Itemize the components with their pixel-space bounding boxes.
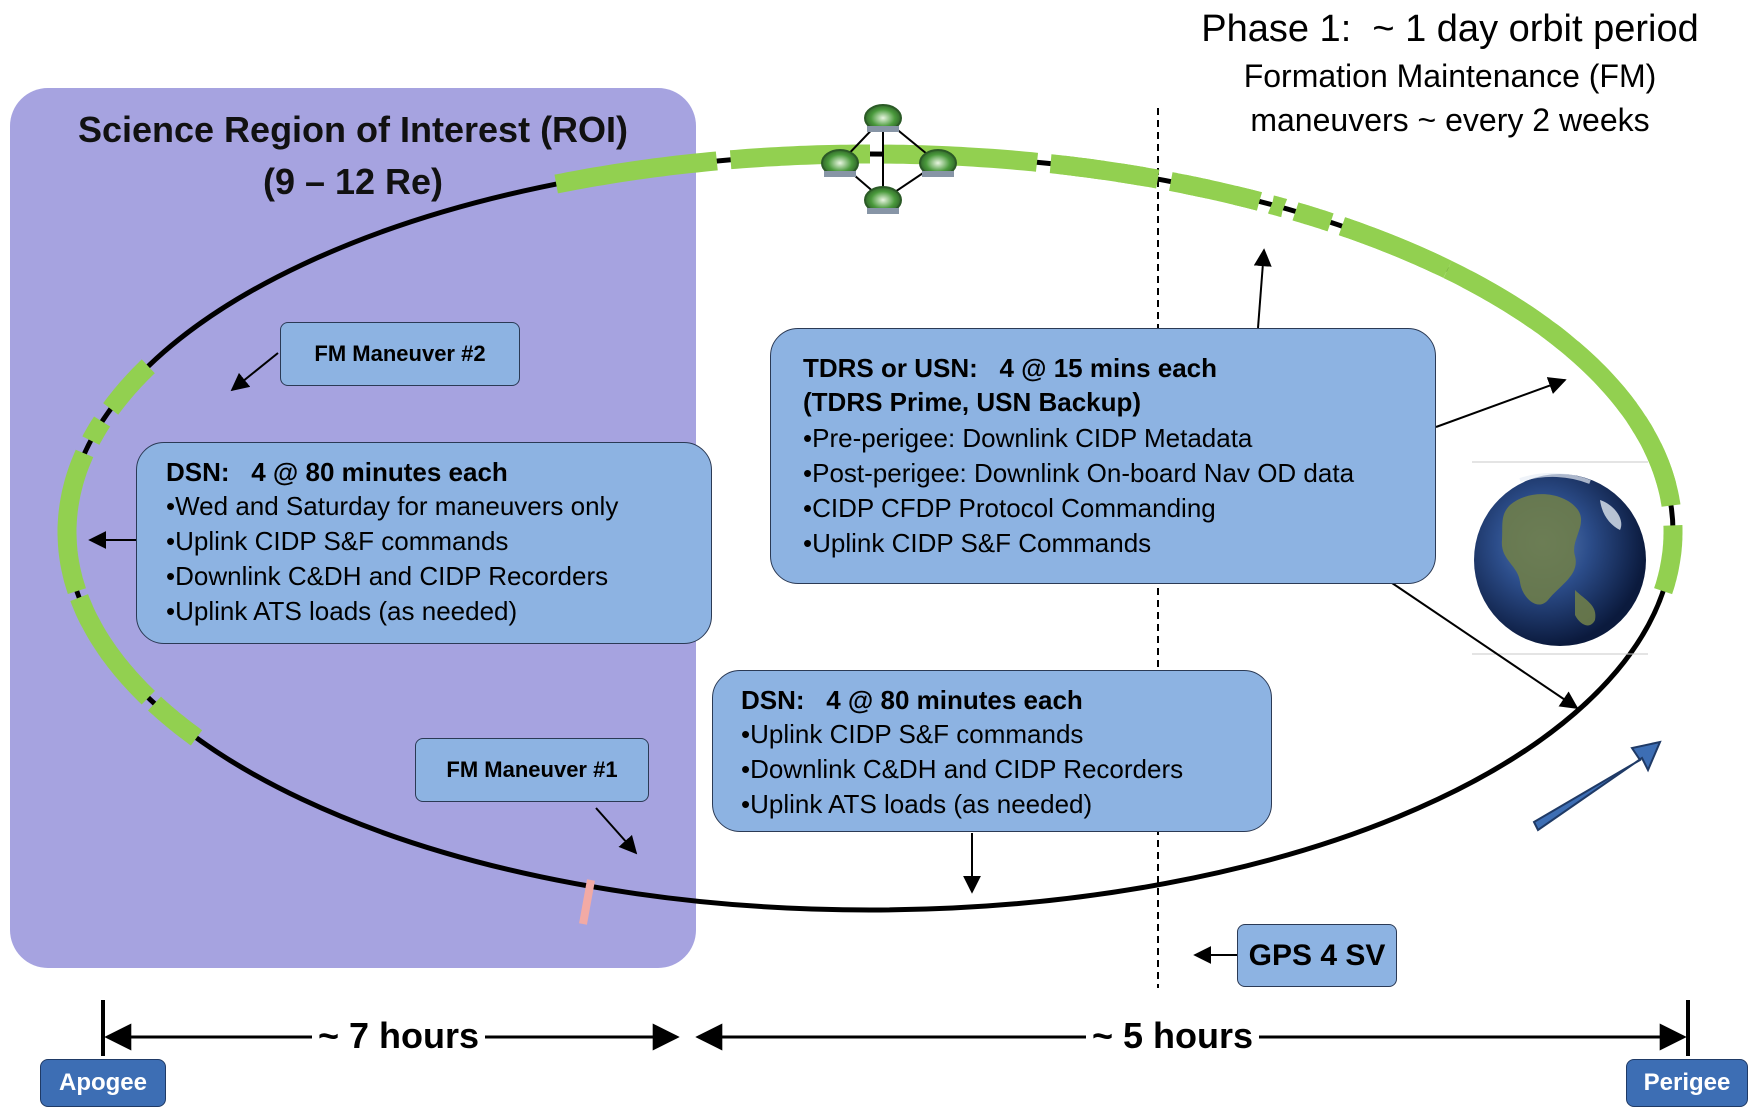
list-item: Uplink ATS loads (as needed)	[166, 594, 711, 629]
phase-line3: maneuvers ~ every 2 weeks	[1250, 102, 1650, 138]
dsn-left-box: DSN: 4 @ 80 minutes each Wed and Saturda…	[136, 442, 712, 644]
orbit-contact-segment	[1232, 185, 1263, 211]
orbit-contact-segment	[82, 416, 111, 445]
phase-heading: Phase 1: ~ 1 day orbit period Formation …	[1150, 4, 1750, 142]
gps-label: GPS 4 SV	[1237, 924, 1397, 987]
orbit-contact-segment	[1629, 416, 1677, 489]
dsn-mid-box: DSN: 4 @ 80 minutes each Uplink CIDP S&F…	[712, 670, 1272, 832]
earth-icon	[1472, 461, 1648, 655]
orbit-green-segments	[57, 144, 1683, 746]
orbit-contact-segment	[1049, 154, 1107, 180]
satellite-formation-icon	[821, 104, 957, 214]
five-hours-label: ~ 5 hours	[1086, 1015, 1260, 1057]
dsn-left-list: Wed and Saturday for maneuvers only Upli…	[166, 489, 711, 629]
apogee-tag: Apogee	[40, 1059, 166, 1107]
fm-maneuver-2-label: FM Maneuver #2	[280, 322, 520, 386]
dsn-mid-list: Uplink CIDP S&F commands Downlink C&DH a…	[741, 717, 1271, 822]
tdrs-list: Pre-perigee: Downlink CIDP Metadata Post…	[803, 421, 1435, 561]
list-item: Pre-perigee: Downlink CIDP Metadata	[803, 421, 1435, 456]
dsn-mid-title: DSN: 4 @ 80 minutes each	[741, 685, 1083, 715]
orbit-contact-segment	[884, 144, 1039, 172]
orbit-contact-segment	[554, 151, 718, 194]
orbit-contact-segment	[57, 449, 94, 594]
tdrs-title: TDRS or USN: 4 @ 15 mins each	[803, 353, 1218, 383]
orbit-contact-segment	[1443, 260, 1541, 329]
list-item: Uplink CIDP S&F commands	[741, 717, 1271, 752]
phase-title: Phase 1: ~ 1 day orbit period	[1201, 8, 1699, 50]
roi-title: Science Region of Interest (ROI) (9 – 12…	[10, 104, 696, 208]
orbit-contact-segment	[1654, 525, 1683, 595]
list-item: CIDP CFDP Protocol Commanding	[803, 491, 1435, 526]
roi-title-line1: Science Region of Interest (ROI)	[77, 109, 629, 150]
direction-arrow-icon	[1532, 740, 1662, 832]
roi-title-line2: (9 – 12 Re)	[262, 161, 444, 202]
list-item: Downlink C&DH and CIDP Recorders	[166, 559, 711, 594]
list-item: Post-perigee: Downlink On-board Nav OD d…	[803, 456, 1435, 491]
seven-hours-label: ~ 7 hours	[312, 1015, 486, 1057]
orbit-pink-marker	[579, 879, 595, 925]
orbit-contact-segment	[1116, 163, 1160, 189]
orbit-contact-segment	[70, 594, 155, 705]
orbit-contact-segment	[148, 696, 203, 746]
perigee-tag: Perigee	[1626, 1059, 1748, 1107]
dsn-left-title: DSN: 4 @ 80 minutes each	[166, 457, 508, 487]
orbit-contact-segment	[1267, 195, 1288, 218]
fm-maneuver-1-label: FM Maneuver #1	[415, 738, 649, 802]
list-item: Wed and Saturday for maneuvers only	[166, 489, 711, 524]
orbit-contact-segment	[1292, 202, 1334, 232]
orbit-contact-segment	[1545, 324, 1637, 415]
tdrs-subtitle: (TDRS Prime, USN Backup)	[803, 387, 1142, 417]
tdrs-usn-box: TDRS or USN: 4 @ 15 mins each (TDRS Prim…	[770, 328, 1436, 584]
orbit-contact-segment	[1338, 217, 1442, 274]
list-item: Uplink ATS loads (as needed)	[741, 787, 1271, 822]
orbit-contact-segment	[103, 359, 155, 415]
list-item: Downlink C&DH and CIDP Recorders	[741, 752, 1271, 787]
list-item: Uplink CIDP S&F Commands	[803, 526, 1435, 561]
phase-line2: Formation Maintenance (FM)	[1243, 58, 1657, 94]
list-item: Uplink CIDP S&F commands	[166, 524, 711, 559]
orbit-contact-segment	[1169, 172, 1212, 199]
